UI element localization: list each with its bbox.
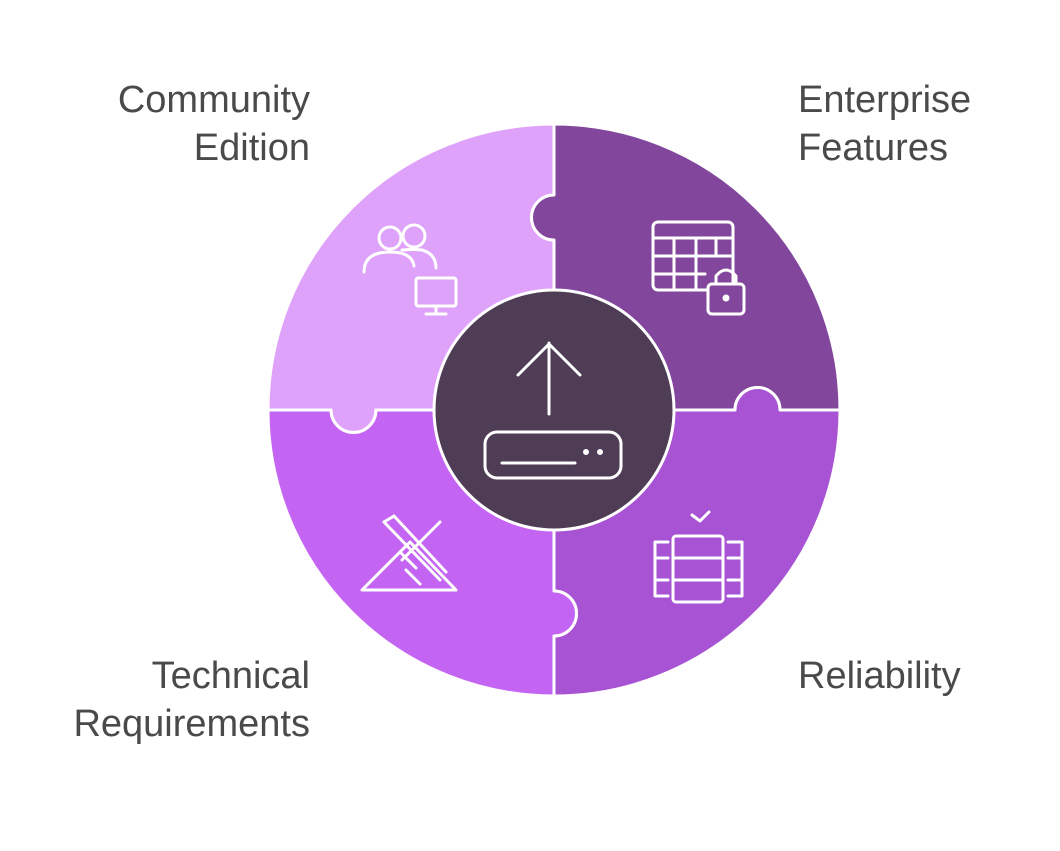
label-community: Community Edition [118,76,310,172]
label-technical-line2: Requirements [73,703,310,745]
server-check-icon [653,510,744,604]
table-lock-icon [651,220,746,316]
label-enterprise-line2: Features [798,127,948,169]
label-technical-line1: Technical [151,655,310,697]
label-reliability-line1: Reliability [798,655,961,697]
label-technical: Technical Requirements [73,652,310,748]
upload-device-icon [483,341,623,480]
tools-mountain-icon [360,514,458,592]
label-enterprise: Enterprise Features [798,76,971,172]
center-circle [432,288,676,532]
users-computer-icon [362,223,458,316]
label-community-line2: Edition [193,127,310,169]
label-reliability: Reliability [798,652,961,700]
label-community-line1: Community [117,79,310,121]
label-enterprise-line1: Enterprise [798,79,972,121]
